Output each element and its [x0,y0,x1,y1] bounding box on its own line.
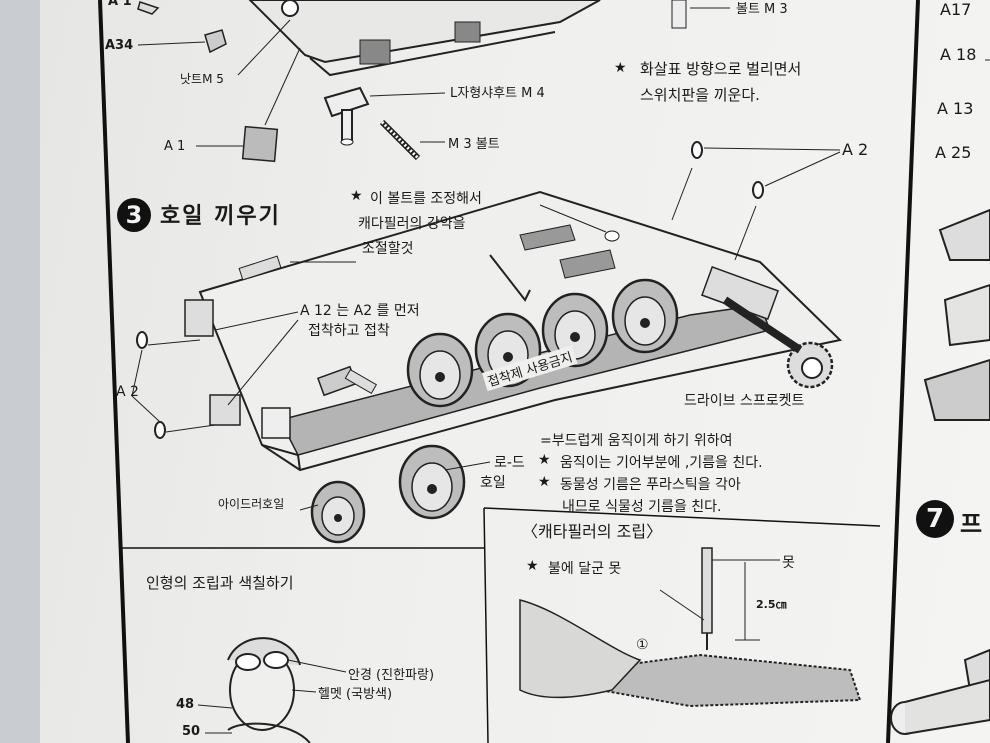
step7-number-badge: 7 [916,500,954,538]
bolt-note-line-1: 이 볼트를 조정해서 [370,191,482,207]
caterpillar-title: 〈캐타필러의 조립〉 [522,522,663,541]
bolt-note-line-3: 조절할것 [362,241,414,257]
label-nail: 못 [782,555,795,571]
label-l-shaft-m4: L자형샤후트 M 4 [450,86,545,101]
a12-note-line-1: A 12 는 A2 를 먼저 [300,303,420,319]
lube-line-3: 내므로 식물성 기름을 친다. [562,499,722,515]
label-a25: A 25 [935,143,972,162]
note-line-1: 화살표 방향으로 벌리면서 [640,60,802,78]
a12-note-line-2: 접착하고 접착 [308,323,390,339]
heated-nail-note: 불에 달군 못 [548,561,622,577]
note-line-2: 스위치판을 끼운다. [640,86,760,104]
label-drive-sprocket: 드라이브 스프로켓트 [684,393,805,409]
label-a34: A34 [105,38,134,53]
label-road-wheel-2: 호일 [480,475,506,491]
label-a1-top: A 1 [108,0,132,9]
label-a2-upper: A 2 [842,140,869,159]
label-a2-left: A 2 [116,384,139,400]
label-helmet: 헬멧 (국방색) [318,687,393,702]
label-a1-mid: A 1 [164,139,186,154]
label-road-wheel-1: 로-드 [494,455,525,471]
nail-length: 2.5㎝ [756,598,787,611]
label-idler-wheel: 아이드러호일 [218,497,285,511]
step3-title: 호일 끼우기 [160,204,281,229]
note-star-icon: ★ [614,60,627,76]
figure-section-title: 인형의 조립과 색칠하기 [146,574,294,592]
heated-nail-star-icon: ★ [526,558,539,574]
label-part-48: 48 [176,697,195,712]
label-goggles: 안경 (진한파랑) [348,668,435,683]
lube-star-icon-2: ★ [538,474,551,490]
step3-number-badge: 3 [117,198,151,232]
lube-star-icon-1: ★ [538,452,551,468]
step-marker-1: ① [636,637,649,653]
label-m3-bolt: M 3 볼트 [448,137,500,152]
label-bolt-m3-top: 볼트 M 3 [736,2,788,17]
lube-line-2: 동물성 기름은 푸라스틱을 각아 [560,477,741,493]
label-nut-m5: 낫트M 5 [180,72,224,86]
bolt-note-line-2: 캐다필러의 강약을 [358,216,466,232]
label-a17: A17 [940,0,972,19]
lube-line-1: 움직이는 기어부분에 ,기름을 친다. [560,455,763,471]
label-part-50: 50 [182,724,201,739]
bolt-note-star-icon: ★ [350,188,363,204]
label-a18: A 18 [940,45,977,64]
step7-title-partial: 프 [960,510,983,538]
label-a13: A 13 [937,99,974,118]
lube-line-0: =부드럽게 움직이게 하기 위하여 [540,433,733,449]
